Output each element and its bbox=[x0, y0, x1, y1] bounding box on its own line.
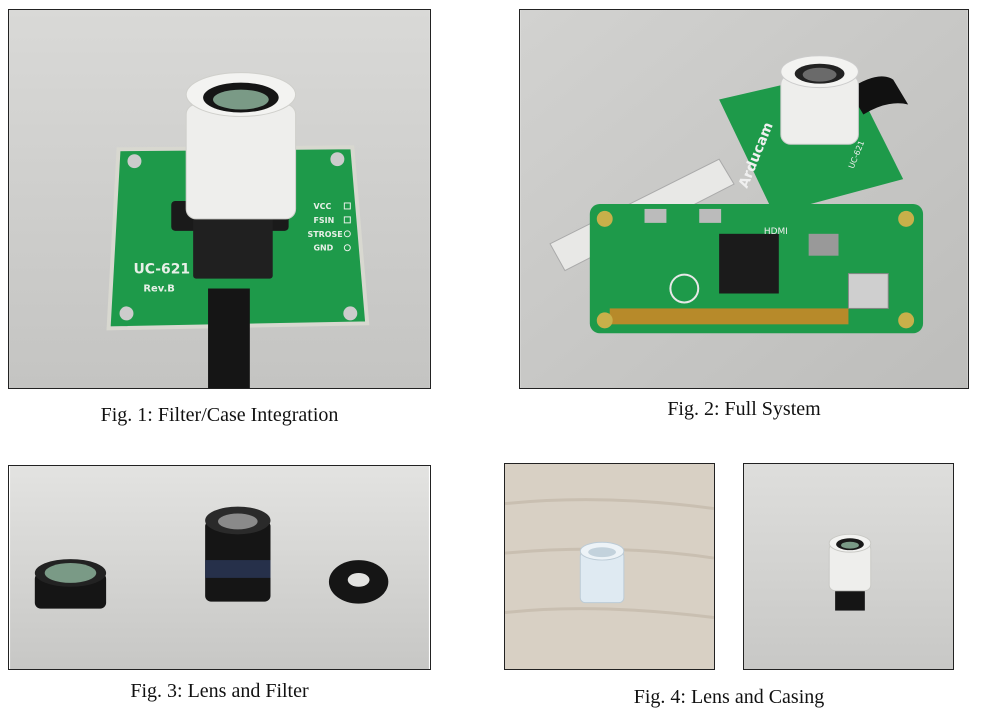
white-casing bbox=[185, 104, 297, 220]
full-system-image: Arducam UC-621 HDMI bbox=[520, 10, 968, 388]
figure-2-caption: Fig. 2: Full System bbox=[667, 398, 821, 420]
figure-4-casing-photo bbox=[504, 463, 715, 670]
pin-label-gnd: GND bbox=[314, 244, 334, 253]
board-model-label: UC-621 bbox=[133, 262, 190, 278]
lens-and-filter-image bbox=[10, 466, 429, 669]
filter-case-integration-image: UC-621 Rev.B VCC FSIN STROSE GND bbox=[9, 10, 430, 388]
pin-label-strose: STROSE bbox=[308, 230, 343, 239]
figure-1-photo: UC-621 Rev.B VCC FSIN STROSE GND bbox=[8, 9, 431, 389]
gpio-header bbox=[609, 308, 849, 325]
figure-4-caption: Fig. 4: Lens and Casing bbox=[633, 686, 825, 708]
board-rev-label: Rev.B bbox=[143, 284, 174, 295]
figure-1-caption: Fig. 1: Filter/Case Integration bbox=[100, 404, 339, 426]
pin-label-vcc: VCC bbox=[314, 202, 332, 211]
figure-4-assembled-photo bbox=[743, 463, 954, 670]
raspberry-logo bbox=[669, 273, 700, 304]
pin-label-fsin: FSIN bbox=[314, 216, 335, 225]
camera-ribbon bbox=[848, 76, 909, 115]
figure-3-photo bbox=[8, 465, 431, 670]
ribbon-cable bbox=[208, 288, 250, 388]
casing-image bbox=[505, 464, 714, 669]
soc-chip bbox=[719, 233, 779, 294]
hdmi-label: HDMI bbox=[764, 227, 788, 237]
figure-3-caption: Fig. 3: Lens and Filter bbox=[130, 680, 309, 702]
lens-in-casing-image bbox=[744, 464, 953, 669]
figure-2-photo: Arducam UC-621 HDMI bbox=[519, 9, 969, 389]
